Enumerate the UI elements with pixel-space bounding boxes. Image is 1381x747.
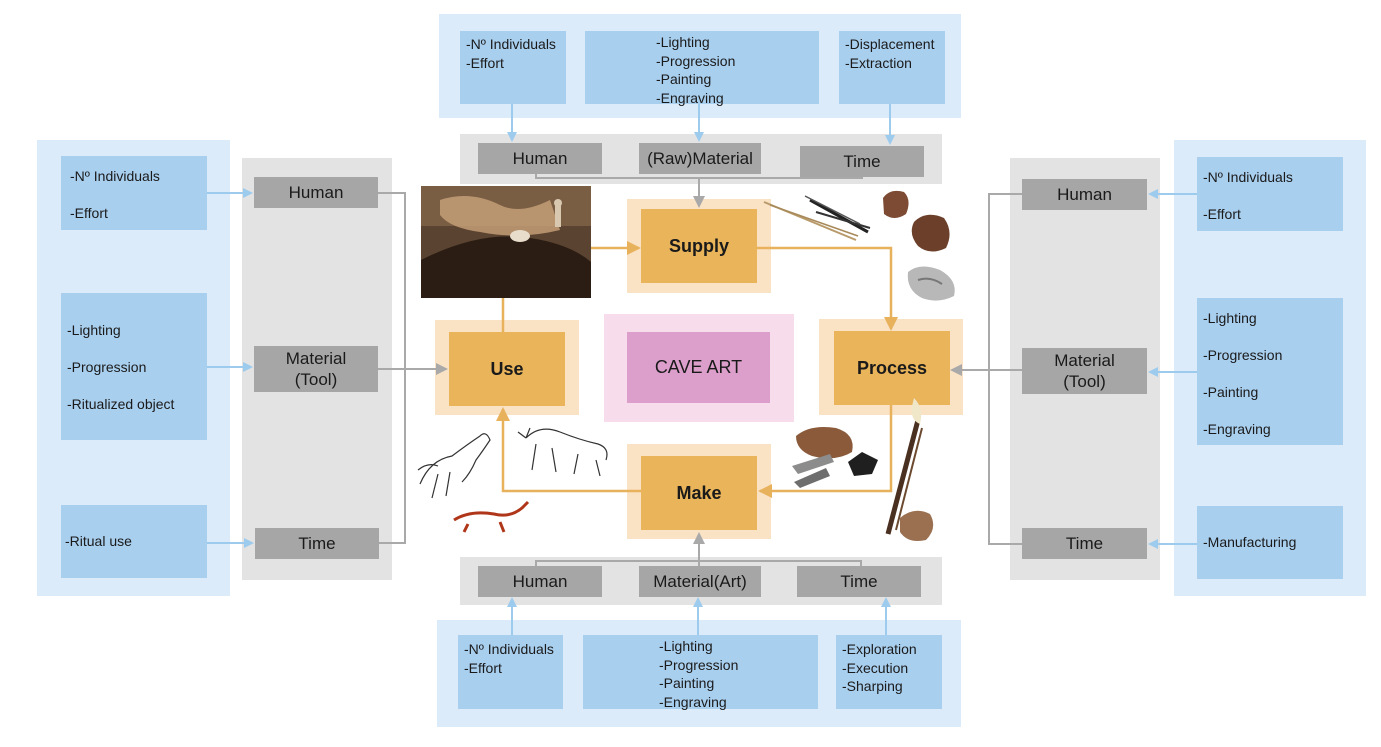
right-factor-time: Time <box>1022 528 1147 559</box>
detail-line: -Engraving <box>659 693 727 710</box>
top-detail-human: -Nº Individuals -Effort <box>460 31 566 104</box>
cave-photo <box>421 186 591 298</box>
factor-label: Material (Tool) <box>1054 351 1115 391</box>
supply-label: Supply <box>668 235 729 256</box>
right-detail-human: -Nº Individuals -Effort <box>1197 157 1343 231</box>
detail-line: -Extraction <box>845 54 912 71</box>
right-factor-material: Material (Tool) <box>1022 348 1147 394</box>
top-detail-material: -Lighting -Progression -Painting -Engrav… <box>585 31 819 106</box>
raw-materials-photo <box>763 195 871 241</box>
right-factor-human: Human <box>1022 179 1147 210</box>
detail-line: -Progression <box>656 52 736 69</box>
detail-line: -Progression <box>659 656 739 673</box>
detail-line: -Execution <box>842 659 909 676</box>
detail-line: -Effort <box>466 54 504 71</box>
arrow-supply-to-process <box>757 246 898 331</box>
arrow-process-to-make <box>758 405 893 498</box>
factor-label: Human <box>512 149 568 168</box>
cave-art-node: CAVE ART <box>627 332 770 403</box>
detail-line: -Effort <box>70 205 108 221</box>
use-node: Use <box>449 332 565 406</box>
bottom-detail-time: -Exploration -Execution -Sharping <box>836 635 942 709</box>
detail-line: -Painting <box>659 675 715 691</box>
detail-line: -Ritualized object <box>67 396 175 412</box>
factor-label: (Raw)Material <box>647 149 753 168</box>
detail-line: -Sharping <box>842 678 903 694</box>
left-detail-time: -Ritual use <box>61 505 207 578</box>
detail-line: -Nº Individuals <box>466 36 556 52</box>
factor-label: Time <box>298 534 336 553</box>
detail-line: -Manufacturing <box>1203 534 1297 551</box>
detail-line: -Nº Individuals <box>70 168 160 184</box>
bottom-factor-time: Time <box>797 566 921 597</box>
factor-label: Human <box>288 183 344 202</box>
detail-line: -Effort <box>1203 206 1241 222</box>
detail-line: -Progression <box>67 359 147 375</box>
factor-label: Human <box>1057 185 1112 204</box>
factor-label: Human <box>512 572 568 591</box>
arrow-make-to-use <box>496 407 641 493</box>
bottom-detail-material: -Lighting -Progression -Painting -Engrav… <box>583 635 818 710</box>
detail-line: -Engraving <box>656 89 724 106</box>
top-factor-material: (Raw)Material <box>639 143 761 174</box>
factor-label: Material(Art) <box>653 572 747 591</box>
factor-label: Material (Tool) <box>285 349 347 389</box>
bottom-detail-human: -Nº Individuals -Effort <box>458 635 563 709</box>
left-factor-human: Human <box>254 177 378 208</box>
process-label: Process <box>856 357 928 378</box>
torch-photo <box>885 398 934 541</box>
left-factor-time: Time <box>255 528 379 559</box>
top-detail-time: -Displacement -Extraction <box>839 31 945 104</box>
right-detail-material: -Lighting -Progression -Painting -Engrav… <box>1197 298 1343 445</box>
use-label: Use <box>490 358 524 379</box>
detail-line: -Painting <box>1203 384 1259 400</box>
top-factor-time: Time <box>800 146 924 177</box>
detail-line: -Engraving <box>1203 421 1271 437</box>
bottom-factor-material: Material(Art) <box>639 566 761 597</box>
bottom-factor-human: Human <box>478 566 602 597</box>
make-node: Make <box>641 456 757 530</box>
pigment-stones-photo <box>792 190 955 488</box>
detail-line: -Ritual use <box>65 533 132 550</box>
detail-line: -Progression <box>1203 347 1283 363</box>
process-node: Process <box>834 331 950 405</box>
top-factor-human: Human <box>478 143 602 174</box>
animal-drawings <box>417 427 608 533</box>
left-detail-material: -Lighting -Progression -Ritualized objec… <box>61 293 207 440</box>
detail-line: -Painting <box>656 71 712 87</box>
detail-line: -Effort <box>464 659 502 676</box>
detail-line: -Nº Individuals <box>464 641 554 657</box>
detail-line: -Lighting <box>1203 310 1257 326</box>
left-factor-material: Material (Tool) <box>254 346 378 392</box>
factor-connectors <box>378 174 1022 566</box>
make-label: Make <box>676 482 722 503</box>
factor-label: Time <box>840 572 878 591</box>
detail-arrows <box>207 104 1197 635</box>
left-detail-human: -Nº Individuals -Effort <box>61 156 207 230</box>
detail-line: -Lighting <box>656 34 710 50</box>
cave-art-label: CAVE ART <box>654 357 743 377</box>
factor-label: Time <box>1065 534 1104 553</box>
detail-line: -Lighting <box>659 638 713 654</box>
factor-label: Time <box>843 152 881 171</box>
supply-node: Supply <box>641 209 757 283</box>
detail-line: -Displacement <box>845 36 935 52</box>
detail-line: -Nº Individuals <box>1203 169 1293 185</box>
detail-line: -Lighting <box>67 322 121 338</box>
right-detail-time: -Manufacturing <box>1197 506 1343 579</box>
detail-line: -Exploration <box>842 641 917 657</box>
connector <box>535 174 863 179</box>
